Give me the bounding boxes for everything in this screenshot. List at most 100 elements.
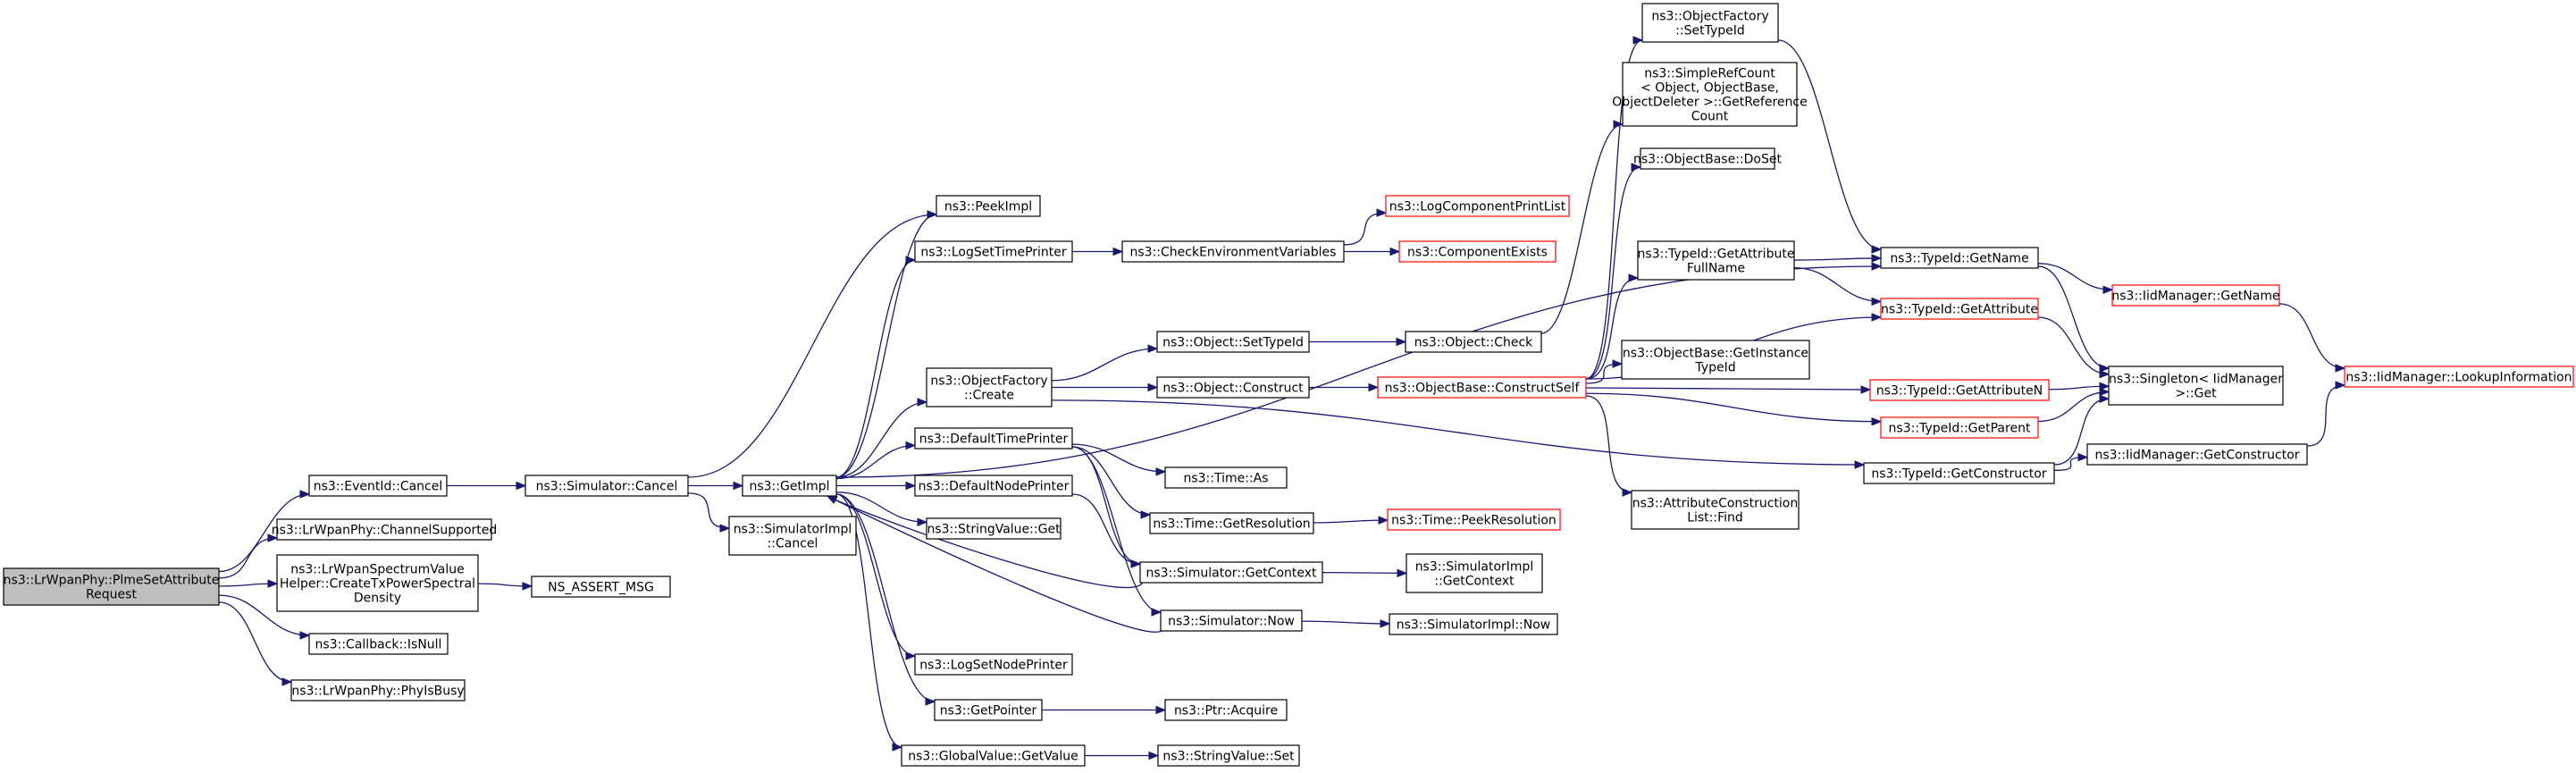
arrowhead-getimpl-to-getpointer xyxy=(925,697,936,706)
node-simulator-getcontext[interactable]: ns3::Simulator::GetContext xyxy=(1139,561,1323,584)
node-box xyxy=(1637,240,1795,281)
node-object-construct[interactable]: ns3::Object::Construct xyxy=(1156,376,1310,399)
arrowhead-typeid_getname-to-iidmanager_getname xyxy=(2102,285,2114,294)
node-phy-isbusy[interactable]: ns3::LrWpanPhy::PhyIsBusy xyxy=(290,679,466,702)
node-simimpl-now[interactable]: ns3::SimulatorImpl::Now xyxy=(1389,613,1558,635)
node-stringvalue-get[interactable]: ns3::StringValue::Get xyxy=(926,517,1061,540)
arrowhead-objectbase_constructself-to-objectbase_doset xyxy=(1631,163,1642,172)
node-typeid-getparent[interactable]: ns3::TypeId::GetParent xyxy=(1880,416,2039,439)
arrowhead-eventid_cancel-to-simulator_cancel xyxy=(516,481,527,491)
arrowhead-getimpl-to-logsettimeprinter xyxy=(905,256,917,265)
node-time-getresolution[interactable]: ns3::Time::GetResolution xyxy=(1149,512,1314,534)
node-globalvalue-getvalue[interactable]: ns3::GlobalValue::GetValue xyxy=(901,744,1086,767)
edge-typeid_getattribute-to-singleton_get xyxy=(2037,316,2110,375)
node-label-line: ns3::IidManager::GetName xyxy=(2111,290,2279,304)
node-label-line: ns3::ObjectFactory xyxy=(930,374,1047,389)
node-simplerefcount[interactable]: ns3::SimpleRefCount< Object, ObjectBase,… xyxy=(1612,62,1808,127)
node-iidmanager-lookupinformation[interactable]: ns3::IidManager::LookupInformation xyxy=(2344,365,2574,388)
arrowhead-typeid_getattributen-to-singleton_get xyxy=(2099,382,2110,391)
node-time-as[interactable]: ns3::Time::As xyxy=(1164,466,1288,489)
node-object-check[interactable]: ns3::Object::Check xyxy=(1405,331,1542,353)
node-box xyxy=(1164,466,1288,489)
edge-getimpl-to-getpointer xyxy=(835,493,936,702)
arrowhead-iidmanager_getconstructor-to-iidmanager_lookupinformation xyxy=(2335,381,2346,390)
node-objectbase-constructself[interactable]: ns3::ObjectBase::ConstructSelf xyxy=(1377,376,1587,399)
node-label-line: Request xyxy=(86,588,137,602)
node-typeid-getattributen[interactable]: ns3::TypeId::GetAttributeN xyxy=(1869,379,2050,401)
node-box xyxy=(901,744,1086,767)
node-channel-supported[interactable]: ns3::LrWpanPhy::ChannelSupported xyxy=(272,518,498,541)
node-simulator-cancel[interactable]: ns3::Simulator::Cancel xyxy=(524,475,689,497)
node-simulator-now[interactable]: ns3::Simulator::Now xyxy=(1160,609,1303,632)
node-label-line: ns3::SimulatorImpl::Now xyxy=(1397,618,1551,633)
node-callback-isnull[interactable]: ns3::Callback::IsNull xyxy=(308,633,449,655)
node-singleton-get[interactable]: ns3::Singleton< IidManager>::Get xyxy=(2108,365,2284,406)
edge-defaulttimeprinter-to-simulator_getcontext xyxy=(1071,446,1141,565)
edge-getimpl-to-logsetnodeprinter xyxy=(835,493,916,657)
arrowhead-typeid_getattributefullname-to-typeid_getname xyxy=(1871,254,1883,263)
edge-simulator_getcontext-to-getimpl xyxy=(827,495,1144,589)
node-objectbase-doset[interactable]: ns3::ObjectBase::DoSet xyxy=(1633,147,1782,170)
node-logsetnodeprinter[interactable]: ns3::LogSetNodePrinter xyxy=(914,653,1073,676)
node-objectfactory-settypeid[interactable]: ns3::ObjectFactory::SetTypeId xyxy=(1641,3,1779,43)
node-defaulttimeprinter[interactable]: ns3::DefaultTimePrinter xyxy=(914,427,1073,450)
node-box xyxy=(1149,512,1314,534)
node-stringvalue-set[interactable]: ns3::StringValue::Set xyxy=(1157,744,1300,767)
node-logsettimeprinter[interactable]: ns3::LogSetTimePrinter xyxy=(914,240,1073,263)
node-label-line: ns3::LogSetNodePrinter xyxy=(919,659,1068,673)
node-objectfactory-create[interactable]: ns3::ObjectFactory::Create xyxy=(926,367,1053,408)
node-create-tx-psd[interactable]: ns3::LrWpanSpectrumValueHelper::CreateTx… xyxy=(276,554,479,612)
arrowhead-objectfactory_create-to-typeid_getconstructor xyxy=(1854,460,1866,469)
node-label-line: ns3::Object::Check xyxy=(1414,336,1533,350)
node-checkenvvars[interactable]: ns3::CheckEnvironmentVariables xyxy=(1121,240,1345,263)
node-label-line: ns3::GlobalValue::GetValue xyxy=(908,750,1078,764)
node-defaultnodeprinter[interactable]: ns3::DefaultNodePrinter xyxy=(914,475,1073,497)
node-ns-assert-msg[interactable]: NS_ASSERT_MSG xyxy=(531,576,671,598)
node-iidmanager-getconstructor[interactable]: ns3::IidManager::GetConstructor xyxy=(2086,443,2308,466)
edge-objectbase_constructself-to-objectfactory_settypeid xyxy=(1585,39,1643,380)
node-getpointer[interactable]: ns3::GetPointer xyxy=(934,699,1043,721)
node-box xyxy=(926,367,1053,408)
node-getimpl[interactable]: ns3::GetImpl xyxy=(742,475,837,497)
node-object-settypeid[interactable]: ns3::Object::SetTypeId xyxy=(1156,331,1310,353)
node-label-line: ::SetTypeId xyxy=(1675,24,1745,38)
node-simimpl-getcontext[interactable]: ns3::SimulatorImpl::GetContext xyxy=(1405,553,1543,593)
node-label-line: ObjectDeleter >::GetReference xyxy=(1612,96,1807,110)
node-label-line: ns3::LrWpanSpectrumValue xyxy=(290,563,465,577)
node-typeid-getconstructor[interactable]: ns3::TypeId::GetConstructor xyxy=(1863,462,2055,484)
arrowhead-getimpl-to-defaultnodeprinter xyxy=(905,481,917,491)
node-eventid-cancel[interactable]: ns3::EventId::Cancel xyxy=(308,475,448,497)
node-label-line: ns3::DefaultNodePrinter xyxy=(919,480,1070,494)
arrowhead-getimpl-to-objectfactory_create xyxy=(917,398,928,407)
node-box xyxy=(2344,365,2574,388)
edge-typeid_getparent-to-singleton_get xyxy=(2037,391,2110,423)
node-time-peekresolution[interactable]: ns3::Time::PeekResolution xyxy=(1387,508,1561,531)
node-label-line: ns3::LrWpanPhy::ChannelSupported xyxy=(272,524,498,538)
edge-simulator_cancel-to-peekimpl xyxy=(687,214,937,478)
arrowhead-logsettimeprinter-to-checkenvvars xyxy=(1112,247,1124,256)
node-label-line: ns3::Time::GetResolution xyxy=(1153,517,1310,532)
node-typeid-getname[interactable]: ns3::TypeId::GetName xyxy=(1880,247,2039,269)
node-componentexists[interactable]: ns3::ComponentExists xyxy=(1398,240,1557,263)
node-label-line: List::Find xyxy=(1687,511,1743,525)
node-typeid-getattribute[interactable]: ns3::TypeId::GetAttribute xyxy=(1880,298,2039,320)
node-iidmanager-getname[interactable]: ns3::IidManager::GetName xyxy=(2111,284,2280,307)
arrowhead-time_getresolution-to-time_peekresolution xyxy=(1378,516,1389,525)
node-box xyxy=(276,554,479,612)
arrowhead-typeid_getconstructor-to-singleton_get xyxy=(2099,394,2110,403)
node-label-line: < Object, ObjectBase, xyxy=(1640,81,1779,96)
arrowhead-getimpl-to-logsetnodeprinter xyxy=(905,651,917,660)
node-simimpl-cancel[interactable]: ns3::SimulatorImpl::Cancel xyxy=(728,516,857,556)
arrowhead-objectbase_constructself-to-typeid_getattribute xyxy=(1871,313,1883,322)
node-box xyxy=(914,475,1073,497)
node-box xyxy=(1157,744,1300,767)
node-peekimpl[interactable]: ns3::PeekImpl xyxy=(936,195,1041,217)
arrowhead-objectbase_constructself-to-typeid_getattributefullname xyxy=(1628,273,1640,282)
node-ptr-acquire[interactable]: ns3::Ptr::Acquire xyxy=(1164,699,1288,721)
node-label-line: ns3::Ptr::Acquire xyxy=(1174,704,1278,718)
node-logcomponentprintlist[interactable]: ns3::LogComponentPrintList xyxy=(1385,195,1570,217)
